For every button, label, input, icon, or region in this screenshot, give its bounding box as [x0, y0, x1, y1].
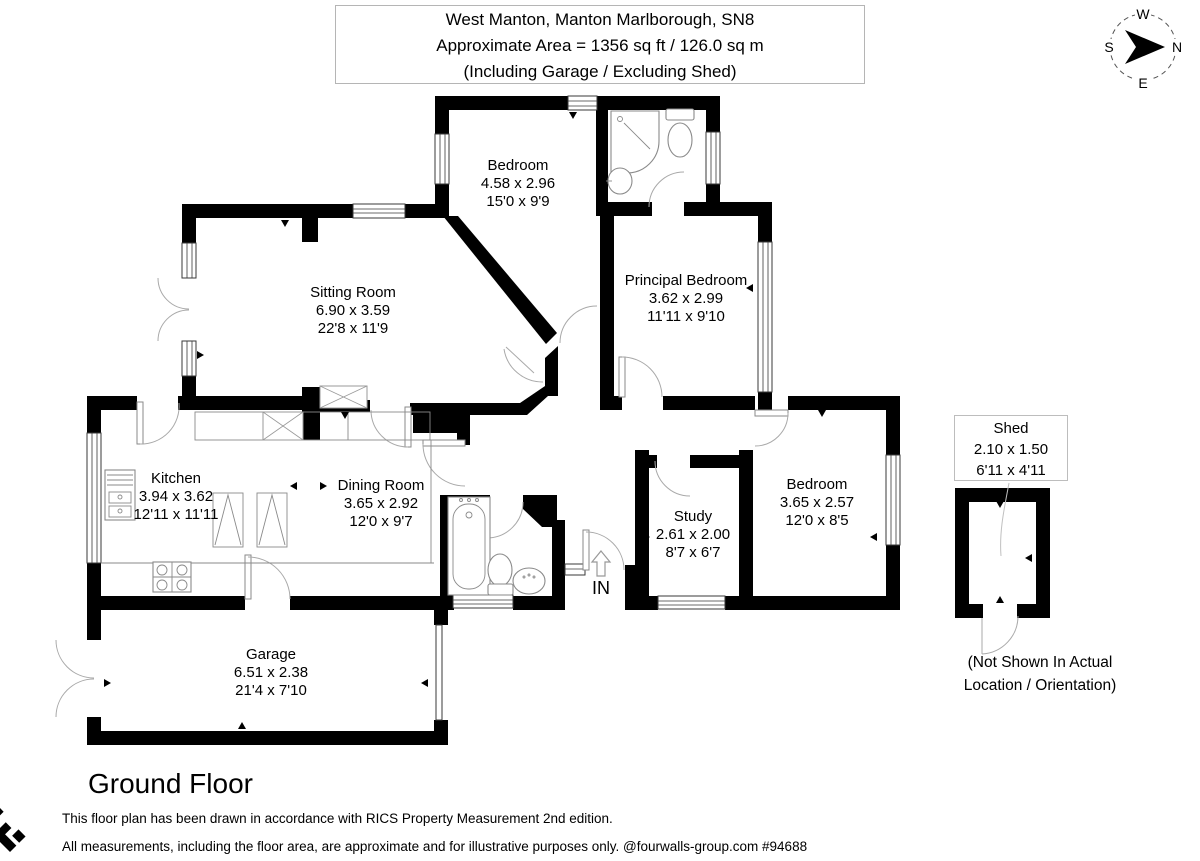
- kitchen-counter: [101, 411, 434, 564]
- window: [657, 595, 726, 610]
- bathroom-door: [486, 501, 524, 539]
- fourwalls-logo-icon: [0, 805, 26, 852]
- ticks-layer: [104, 112, 1032, 729]
- shed-label-box: Shed 2.10 x 1.50 6'11 x 4'11: [954, 415, 1068, 481]
- room-label-principal-bedroom: Principal Bedroom 3.62 x 2.99 11'11 x 9'…: [624, 272, 748, 325]
- shed-note: (Not Shown In Actual Location / Orientat…: [963, 654, 1117, 694]
- kitchen-appliance-unit: [212, 492, 244, 548]
- hob-icon: [152, 561, 192, 593]
- kitchen-door: [136, 401, 180, 445]
- hall-diagonal-door: [503, 346, 544, 383]
- garage-kitchen-door: [244, 554, 291, 600]
- title-box: West Manton, Manton Marlborough, SN8 App…: [335, 5, 865, 84]
- windows-layer: [86, 95, 901, 721]
- compass-rose: W N E S: [1102, 6, 1183, 91]
- principal-bedroom-door: [618, 356, 663, 398]
- compass-w: W: [1136, 6, 1150, 22]
- kitchen-appliance-unit: [256, 492, 288, 548]
- compass-e: E: [1138, 75, 1147, 91]
- room-label-sitting-room: Sitting Room 6.90 x 3.59 22'8 x 11'9: [310, 284, 396, 337]
- compass-n: N: [1172, 39, 1182, 55]
- entrance-in-label: IN: [592, 578, 610, 598]
- room-label-garage: Garage 6.51 x 2.38 21'4 x 7'10: [233, 646, 309, 699]
- window: [452, 594, 514, 609]
- entrance-arrow-icon: [590, 550, 612, 577]
- kitchen-sink-icon: [104, 469, 136, 521]
- shed-door: [981, 615, 1019, 655]
- shower-icon: [610, 110, 660, 174]
- footer-rics-line: This floor plan has been drawn in accord…: [62, 811, 613, 826]
- title-address: West Manton, Manton Marlborough, SN8: [445, 10, 755, 29]
- window: [181, 340, 197, 377]
- room-label-bedroom-top: Bedroom 4.58 x 2.96 15'0 x 9'9: [480, 157, 556, 210]
- bedroom-right-door: [754, 409, 789, 447]
- fixtures-layer: [101, 108, 695, 596]
- garage-double-doors: [55, 639, 95, 718]
- floor-title: Ground Floor: [88, 768, 253, 799]
- title-area: Approximate Area = 1356 sq ft / 126.0 sq…: [436, 36, 764, 55]
- front-door: [582, 529, 625, 571]
- compass-needle-icon: [1125, 30, 1165, 64]
- entrance-threshold: [564, 563, 586, 576]
- window: [181, 242, 197, 279]
- study-door: [654, 460, 691, 497]
- window: [705, 131, 721, 185]
- walls-layer: [87, 96, 1050, 745]
- hall-passage-door: [559, 305, 598, 344]
- room-label-kitchen: Kitchen 3.94 x 3.62 12'11 x 11'11: [133, 470, 219, 523]
- garage-side-door: [435, 624, 443, 721]
- kitchen-unit-crossed: [262, 411, 304, 441]
- window: [86, 432, 102, 564]
- doors-layer: [55, 171, 1019, 718]
- window: [757, 241, 773, 393]
- dining-room-door: [422, 439, 466, 487]
- basin-icon: [512, 567, 546, 595]
- dining-opening-door: [370, 406, 412, 448]
- shower-room-door: [648, 171, 685, 208]
- window: [885, 454, 901, 546]
- compass-s: S: [1104, 39, 1113, 55]
- sitting-room-french-doors: [157, 277, 190, 342]
- room-label-bedroom-right: Bedroom 3.65 x 2.57 12'0 x 8'5: [779, 476, 855, 529]
- footer-disclaimer-line: All measurements, including the floor ar…: [62, 839, 808, 854]
- window: [567, 95, 598, 111]
- toilet-icon: [487, 553, 514, 596]
- window: [352, 203, 406, 219]
- basin-icon: [606, 167, 633, 195]
- bathtub-icon: [447, 496, 491, 596]
- sitting-room-crossed-box: [319, 385, 368, 409]
- toilet-icon: [665, 108, 695, 158]
- title-note: (Including Garage / Excluding Shed): [463, 62, 737, 81]
- shed-leader-line: [1000, 482, 1010, 557]
- window: [434, 133, 450, 185]
- room-label-study: Study 2.61 x 2.00 8'7 x 6'7: [655, 508, 731, 561]
- room-label-dining-room: Dining Room 3.65 x 2.92 12'0 x 9'7: [337, 477, 425, 530]
